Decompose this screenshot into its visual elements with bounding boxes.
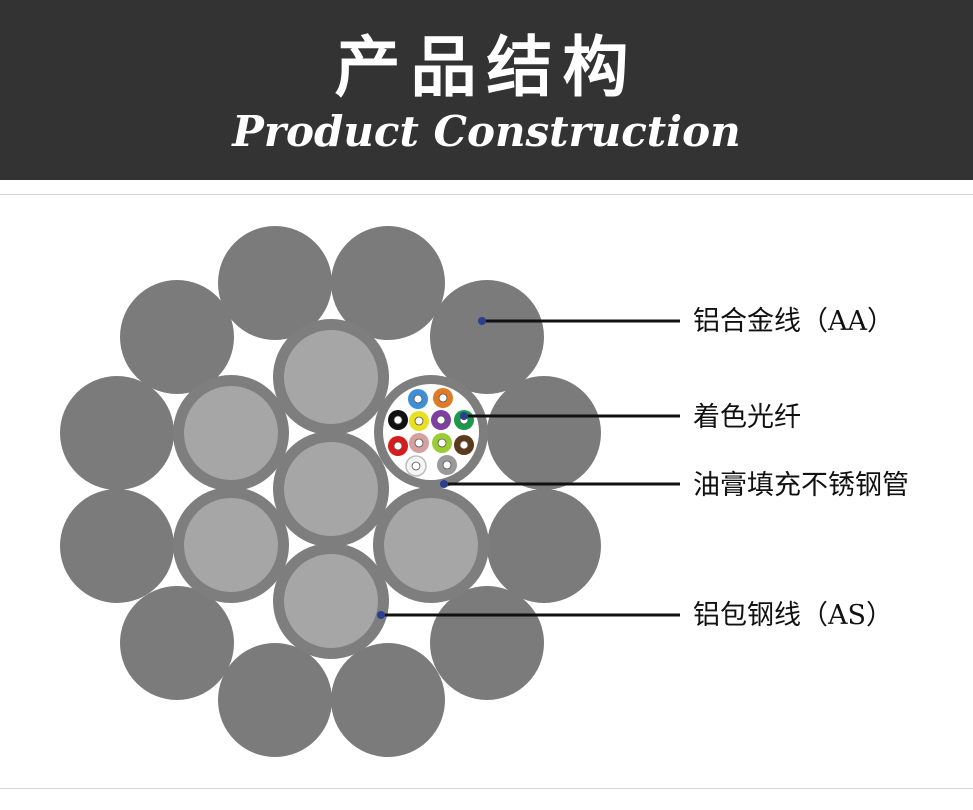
aa-wire [487, 489, 601, 603]
label-colored-fiber: 着色光纤 [693, 402, 801, 433]
aa-wire-layer [60, 226, 601, 757]
leader-dot-fiber [460, 412, 468, 420]
aa-wire [430, 586, 544, 700]
optical-fiber [409, 433, 429, 453]
aa-wire [120, 280, 234, 394]
label-gel-filled-steel-tube: 油膏填充不锈钢管 [693, 470, 909, 501]
title-chinese: 产品结构 [334, 29, 639, 106]
optical-fiber-group [388, 388, 474, 477]
stainless-steel-tube [374, 375, 488, 489]
aa-wire [120, 586, 234, 700]
optical-fiber [405, 455, 427, 477]
optical-fiber [454, 435, 474, 455]
optical-fiber [431, 410, 451, 430]
optical-fiber [433, 388, 453, 408]
as-wire-layer [173, 319, 489, 659]
optical-fiber [388, 410, 408, 430]
aa-wire [218, 643, 332, 757]
as-wire [273, 543, 389, 659]
aa-wire [487, 376, 601, 490]
as-wire [173, 487, 289, 603]
optical-fiber [388, 436, 408, 456]
optical-fiber [409, 411, 429, 431]
label-aluminum-alloy-wire: 铝合金线（AA） [693, 306, 894, 337]
leader-lines [377, 317, 680, 619]
as-wire [373, 487, 489, 603]
aa-wire [331, 226, 445, 340]
aa-wire [218, 226, 332, 340]
optical-fiber [408, 389, 428, 409]
leader-dot-aa [478, 317, 486, 325]
as-wire [273, 319, 389, 435]
title-english: Product Construction [232, 107, 741, 156]
label-aluminum-clad-steel-wire: 铝包钢线（AS） [693, 600, 893, 631]
as-wire [273, 431, 389, 547]
divider-top [0, 194, 973, 195]
leader-dot-as [377, 611, 385, 619]
optical-fiber [432, 433, 452, 453]
header-banner: 产品结构 Product Construction [0, 0, 973, 180]
divider-bottom [0, 788, 973, 789]
aa-wire [60, 376, 174, 490]
leader-dot-tube [440, 480, 448, 488]
optical-fiber [437, 455, 457, 475]
aa-wire [430, 280, 544, 394]
aa-wire [331, 643, 445, 757]
as-wire [173, 375, 289, 491]
aa-wire [60, 489, 174, 603]
